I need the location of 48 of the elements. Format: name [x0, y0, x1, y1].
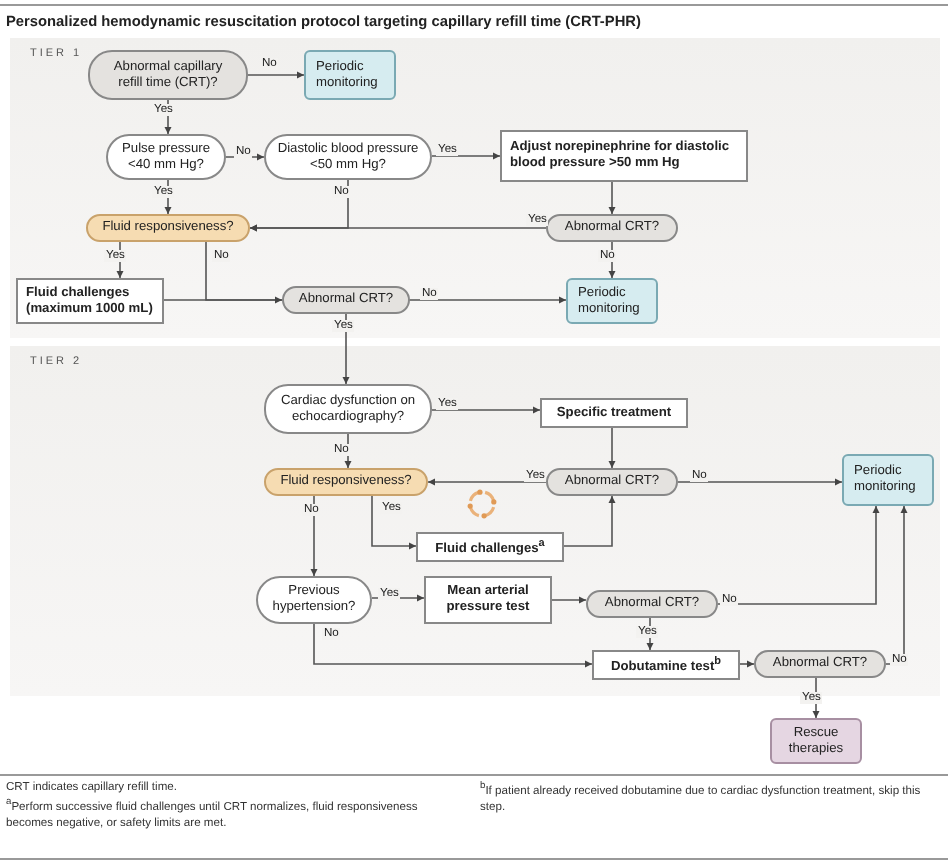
decision-pill [546, 214, 678, 242]
arrow [885, 505, 908, 665]
arrow [310, 495, 318, 577]
process-box [424, 576, 552, 624]
arrow [313, 623, 593, 668]
decision-pill [264, 384, 432, 434]
arrow [431, 406, 541, 414]
arrow [371, 594, 425, 602]
outcome-box [842, 454, 934, 506]
arrow [608, 181, 616, 215]
decision-pill [88, 50, 248, 100]
arrow [427, 478, 547, 486]
decision-pill [282, 286, 410, 314]
process-box [16, 278, 164, 324]
decision-pill [754, 650, 886, 678]
arrow [247, 71, 305, 79]
decision-pill [586, 590, 718, 618]
process-box [416, 532, 564, 562]
tier-panel [10, 346, 940, 696]
tier-panel [10, 38, 940, 338]
arrow [163, 296, 283, 304]
process-box [500, 130, 748, 182]
arrow [431, 152, 501, 160]
arrow [563, 495, 616, 547]
arrow [249, 224, 547, 232]
arrow [608, 241, 616, 279]
decision-pill [106, 134, 226, 180]
arrow [342, 313, 350, 385]
decision-pill [86, 214, 250, 242]
decision-pill [264, 468, 428, 496]
arrow [677, 478, 843, 486]
outcome-box [304, 50, 396, 100]
decision-pill [546, 468, 678, 496]
arrow [608, 427, 616, 469]
outcome-box [566, 278, 658, 324]
arrow [164, 179, 172, 215]
arrow [371, 495, 417, 550]
arrow [739, 660, 755, 668]
outcome-box [770, 718, 862, 764]
decision-pill [264, 134, 432, 180]
arrow [344, 433, 352, 469]
arrow [551, 596, 587, 604]
arrow [717, 505, 880, 605]
arrow [225, 153, 265, 161]
arrow [409, 296, 567, 304]
decision-pill [256, 576, 372, 624]
process-box [540, 398, 688, 428]
process-box [592, 650, 740, 680]
